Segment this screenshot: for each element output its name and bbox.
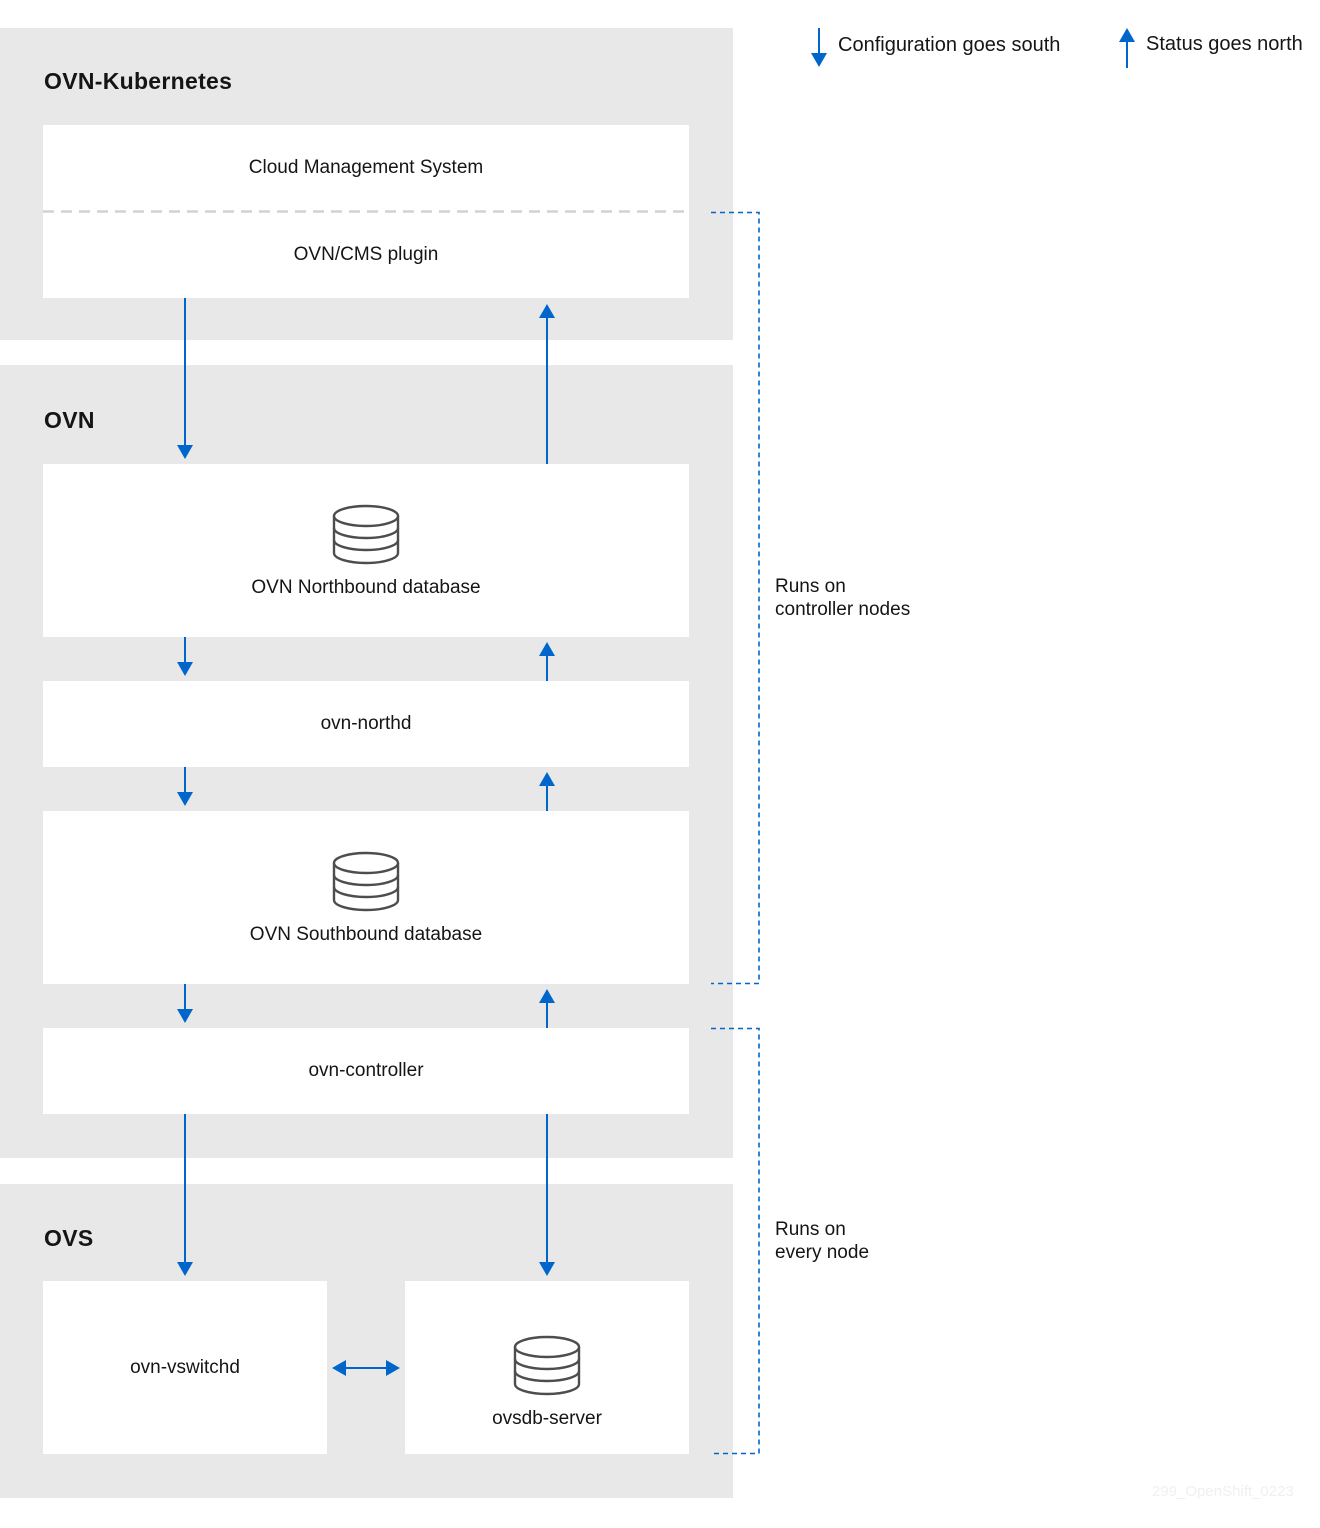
ovn-cms-plugin-box: OVN/CMS plugin xyxy=(43,211,689,298)
every-node-note: Runs on every node xyxy=(775,1218,869,1264)
every-node-note-line1: Runs on xyxy=(775,1219,846,1240)
up-arrow-southbound-to-northd xyxy=(539,772,555,811)
legend-status-north: Status goes north xyxy=(1146,33,1303,55)
ovn-northbound-db-label: OVN Northbound database xyxy=(251,576,481,598)
ovsdb-server-label: ovsdb-server xyxy=(492,1407,602,1429)
ovn-southbound-db-box: OVN Southbound database xyxy=(43,811,689,984)
ovn-title: OVN xyxy=(44,407,95,433)
ovn-kubernetes-title: OVN-Kubernetes xyxy=(44,68,233,94)
every-node-note-line2: every node xyxy=(775,1242,870,1263)
ovn-northbound-db-box: OVN Northbound database xyxy=(43,464,689,637)
every-node-bracket xyxy=(711,1027,760,1455)
controller-nodes-note-line1: Runs on xyxy=(775,576,846,597)
controller-nodes-bracket xyxy=(711,211,760,985)
controller-nodes-note-line2: controller nodes xyxy=(775,599,911,620)
down-arrow-controller-to-vswitchd xyxy=(177,1114,193,1276)
ovn-vswitchd-box: ovn-vswitchd xyxy=(43,1281,327,1454)
up-arrow-northbound-to-plugin xyxy=(539,304,555,464)
ovn-vswitchd-label: ovn-vswitchd xyxy=(130,1356,240,1378)
ovn-cms-plugin-label: OVN/CMS plugin xyxy=(293,243,439,265)
down-arrow-controller-to-ovsdb xyxy=(539,1114,555,1276)
bidirectional-arrow-vswitchd-ovsdb xyxy=(332,1360,400,1376)
database-icon xyxy=(332,504,400,564)
down-arrow-southbound-to-controller xyxy=(177,984,193,1023)
ovn-northd-box: ovn-northd xyxy=(43,681,689,767)
figure-id-watermark: 299_OpenShift_0223 xyxy=(1152,1483,1294,1500)
ovn-northd-label: ovn-northd xyxy=(320,713,412,734)
controller-nodes-note: Runs on controller nodes xyxy=(775,575,910,621)
ovn-controller-label: ovn-controller xyxy=(308,1060,424,1081)
cloud-management-system-box: Cloud Management System xyxy=(43,125,689,211)
legend-down-arrow xyxy=(811,28,827,67)
ovs-title: OVS xyxy=(44,1225,94,1251)
up-arrow-northd-to-northbound xyxy=(539,642,555,681)
down-arrow-northbound-to-northd xyxy=(177,637,193,676)
ovsdb-server-box: ovsdb-server xyxy=(405,1281,689,1454)
cloud-management-system-label: Cloud Management System xyxy=(248,157,484,178)
ovn-controller-box: ovn-controller xyxy=(43,1028,689,1114)
ovn-southbound-db-label: OVN Southbound database xyxy=(249,923,483,945)
legend-up-arrow xyxy=(1119,28,1135,68)
legend-configuration-south: Configuration goes south xyxy=(838,34,1061,56)
database-icon xyxy=(513,1335,581,1395)
down-arrow-northd-to-southbound xyxy=(177,767,193,806)
database-icon xyxy=(332,851,400,911)
up-arrow-controller-to-southbound xyxy=(539,989,555,1028)
down-arrow-plugin-to-northbound xyxy=(177,298,193,459)
